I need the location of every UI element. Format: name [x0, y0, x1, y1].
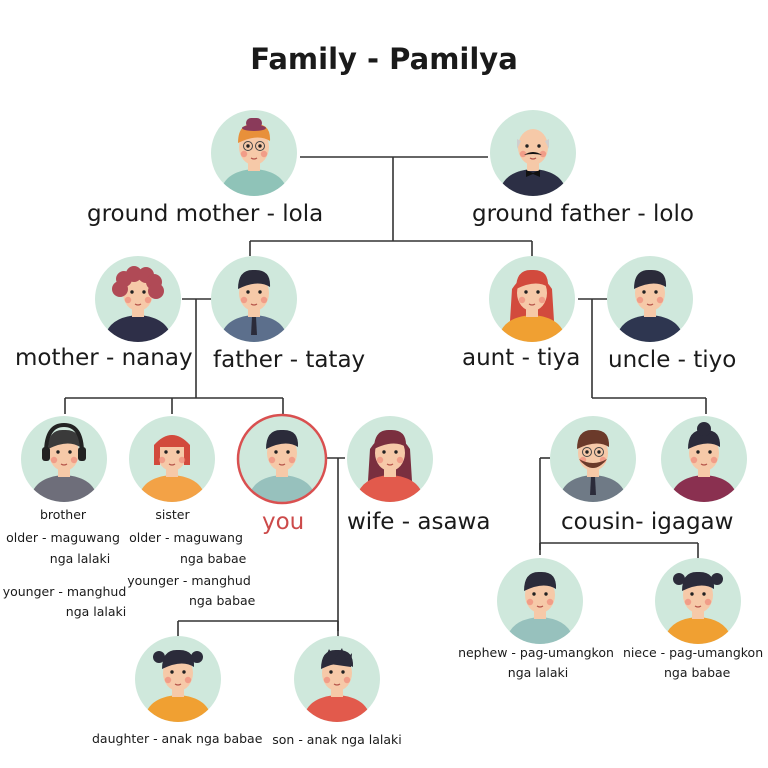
son-label: son - anak nga lalaki [272, 732, 402, 747]
sister-younger-label: younger - manghud [127, 573, 251, 588]
wife-avatar-icon [347, 416, 433, 502]
daughter-label: daughter - anak nga babae [92, 731, 263, 746]
wife-label: wife - asawa [347, 509, 491, 535]
nephew-avatar-icon [497, 558, 583, 644]
page-title: Family - Pamilya [250, 42, 518, 76]
mother-avatar-icon [95, 256, 181, 342]
mother-label: mother - nanay [15, 345, 193, 371]
aunt-label: aunt - tiya [462, 345, 581, 371]
brother-younger-label-2: nga lalaki [65, 604, 127, 619]
daughter-avatar-icon [135, 636, 221, 722]
father-label: father - tatay [213, 347, 366, 373]
sister-younger-label-2: nga babae [189, 593, 256, 608]
grandfather-label: ground father - lolo [472, 201, 694, 227]
sister-avatar-icon [129, 416, 215, 502]
brother-younger-label: younger - manghud [2, 584, 127, 599]
son-avatar-icon [294, 636, 380, 722]
brother-older-label-2: nga lalaki [49, 551, 111, 566]
aunt-avatar-icon [489, 256, 575, 342]
brother-older-label: older - maguwang [6, 530, 120, 545]
niece-label: niece - pag-umangkon [623, 645, 764, 660]
father-avatar-icon [211, 256, 297, 342]
niece-avatar-icon [655, 558, 741, 644]
grandmother-avatar-icon [211, 110, 297, 196]
nephew-label: nephew - pag-umangkon [458, 645, 614, 660]
brother-avatar-icon [21, 416, 107, 502]
grandmother-label: ground mother - lola [87, 201, 324, 227]
cousin-female-avatar-icon [661, 416, 747, 502]
niece-label-2: nga babae [664, 665, 731, 680]
you-label: you [262, 509, 305, 535]
sister-label: sister [155, 507, 190, 522]
nephew-label-2: nga lalaki [507, 665, 569, 680]
avatars [21, 110, 747, 722]
cousin-avatar-icon [550, 416, 636, 502]
grandfather-avatar-icon [490, 110, 576, 196]
uncle-avatar-icon [607, 256, 693, 342]
connector-lines [64, 156, 707, 637]
uncle-label: uncle - tiyo [608, 347, 737, 373]
you-avatar-icon [236, 413, 328, 505]
brother-label: brother [39, 507, 87, 522]
sister-older-label: older - maguwang [129, 530, 243, 545]
sister-older-label-2: nga babae [180, 551, 247, 566]
cousin-label: cousin- igagaw [561, 509, 734, 535]
